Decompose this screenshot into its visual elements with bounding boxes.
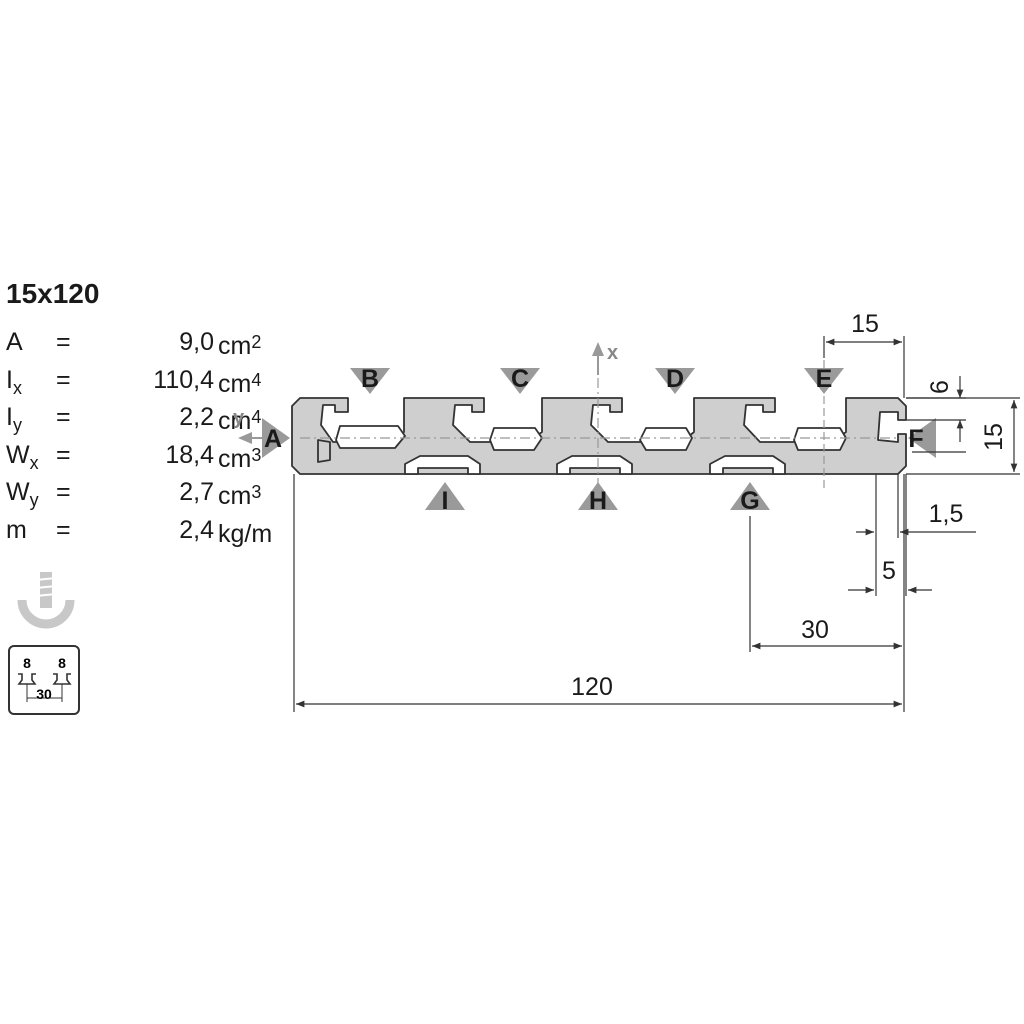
bottom-slots: [404, 455, 786, 475]
property-equals: =: [56, 440, 71, 469]
label-g: G: [740, 487, 759, 515]
screw-connection-icon: [17, 572, 75, 629]
marker-a-triangle: [262, 418, 290, 458]
slot-pitch-icon: 8 8 30: [8, 645, 80, 715]
property-unit: cm3: [218, 444, 262, 473]
property-row: Wx = 18,4 cm3: [6, 437, 266, 475]
property-unit: cm4: [218, 369, 262, 398]
property-equals: =: [56, 403, 71, 431]
label-a: A: [264, 425, 282, 453]
dim-pitch: 30: [801, 616, 829, 644]
x-axis-arrow: x: [592, 342, 618, 375]
properties-list: A = 9,0 cm2 Ix = 110,4 cm4 Iy = 2,2 cm4 …: [6, 324, 272, 550]
dim-slot-opening: 6: [926, 380, 954, 394]
pitch-label: 30: [36, 686, 52, 702]
marker-e-triangle: [804, 368, 844, 394]
property-value: 2,2: [179, 403, 214, 431]
label-h: H: [589, 487, 607, 515]
marker-f-triangle: [908, 418, 936, 458]
dim-height: 15: [980, 423, 1008, 451]
property-value: 18,4: [165, 440, 214, 469]
label-c: C: [511, 365, 529, 393]
profile-title: 15x120: [6, 278, 100, 309]
marker-b-triangle: [350, 368, 390, 394]
slot-right-label: 8: [58, 655, 66, 671]
property-unit: cm2: [218, 332, 262, 360]
property-equals: =: [56, 328, 71, 356]
dim-length: 120: [571, 673, 613, 701]
inner-cavities: [335, 425, 847, 451]
label-b: B: [361, 365, 379, 393]
property-row: Iy = 2,2 cm4: [6, 399, 266, 437]
property-row: Wy = 2,7 cm3: [6, 474, 266, 512]
dim-wall: 1,5: [929, 500, 964, 528]
property-equals: =: [56, 365, 71, 394]
property-value: 9,0: [179, 328, 214, 356]
property-unit: kg/m: [218, 519, 273, 548]
slot-left-label: 8: [23, 655, 31, 671]
property-symbol: Iy: [6, 403, 22, 435]
property-symbol: Wy: [6, 478, 39, 510]
property-unit: cm3: [218, 482, 262, 510]
property-row: Ix = 110,4 cm4: [6, 362, 266, 400]
marker-d-triangle: [655, 368, 695, 394]
x-axis-label: x: [607, 342, 618, 364]
marker-g-triangle: [730, 482, 770, 510]
property-symbol: Wx: [6, 440, 39, 473]
property-row: m = 2,4 kg/m: [6, 512, 272, 550]
property-value: 110,4: [153, 365, 214, 394]
label-e: E: [816, 365, 833, 393]
property-value: 2,4: [179, 515, 214, 544]
property-equals: =: [56, 478, 71, 506]
property-symbol: Ix: [6, 365, 22, 398]
label-d: D: [666, 365, 684, 393]
dim-top-width: 15: [851, 310, 879, 338]
property-row: A = 9,0 cm2: [6, 324, 266, 362]
marker-h-triangle: [578, 482, 618, 510]
marker-i-triangle: [425, 482, 465, 510]
property-value: 2,7: [179, 478, 214, 506]
marker-c-triangle: [500, 368, 540, 394]
label-i: I: [442, 487, 449, 515]
dim-edge: 5: [882, 557, 896, 585]
property-equals: =: [56, 515, 71, 544]
property-unit: cm4: [218, 407, 262, 435]
y-axis-label: y: [233, 407, 245, 429]
property-symbol: A: [6, 328, 23, 356]
label-f: F: [908, 425, 923, 453]
property-symbol: m: [6, 515, 27, 544]
